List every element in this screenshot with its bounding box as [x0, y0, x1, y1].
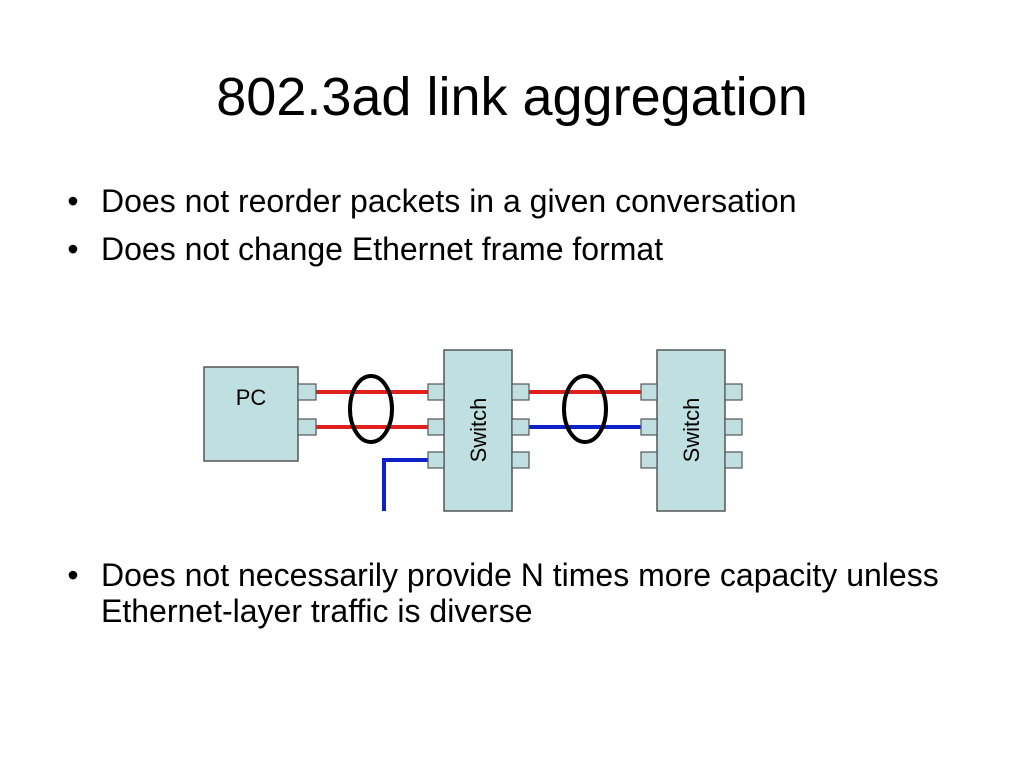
bullet-item: • Does not necessarily provide N times m…: [58, 557, 958, 629]
bullet-dot: •: [67, 183, 79, 219]
switch-port: [511, 451, 530, 469]
bullet-item: • Does not reorder packets in a given co…: [58, 183, 958, 219]
switch-port: [427, 383, 445, 401]
bullet-list-bottom: • Does not necessarily provide N times m…: [58, 557, 958, 641]
switch-port: [640, 451, 658, 469]
switch-port: [724, 383, 743, 401]
pc-port: [297, 418, 317, 436]
aggregation-ring: [348, 374, 394, 444]
switch-port: [640, 383, 658, 401]
slide-title: 802.3ad link aggregation: [216, 67, 808, 127]
switch-label: Switch: [466, 398, 491, 463]
bullet-item: • Does not change Ethernet frame format: [58, 231, 958, 267]
switch-box: [656, 349, 726, 512]
bullet-text: Does not change Ethernet frame format: [101, 231, 664, 267]
aggregation-ring: [562, 374, 608, 444]
bullet-dot: •: [67, 557, 79, 593]
bullet-list-top: • Does not reorder packets in a given co…: [58, 183, 958, 279]
switch-box: [443, 349, 513, 512]
pc-port: [297, 383, 317, 401]
switch-port: [511, 418, 530, 436]
switch-port: [427, 418, 445, 436]
switch-port: [511, 383, 530, 401]
switch-port: [724, 418, 743, 436]
switch-port: [427, 451, 445, 469]
switch-port: [724, 451, 743, 469]
switch-port: [640, 418, 658, 436]
bullet-text: Does not necessarily provide N times mor…: [101, 557, 939, 629]
bullet-text: Does not reorder packets in a given conv…: [101, 183, 797, 219]
pc-box: [203, 366, 299, 462]
switch-label: Switch: [679, 398, 704, 463]
blue-link: [382, 458, 428, 511]
pc-label: PC: [236, 385, 267, 410]
bullet-dot: •: [67, 231, 79, 267]
